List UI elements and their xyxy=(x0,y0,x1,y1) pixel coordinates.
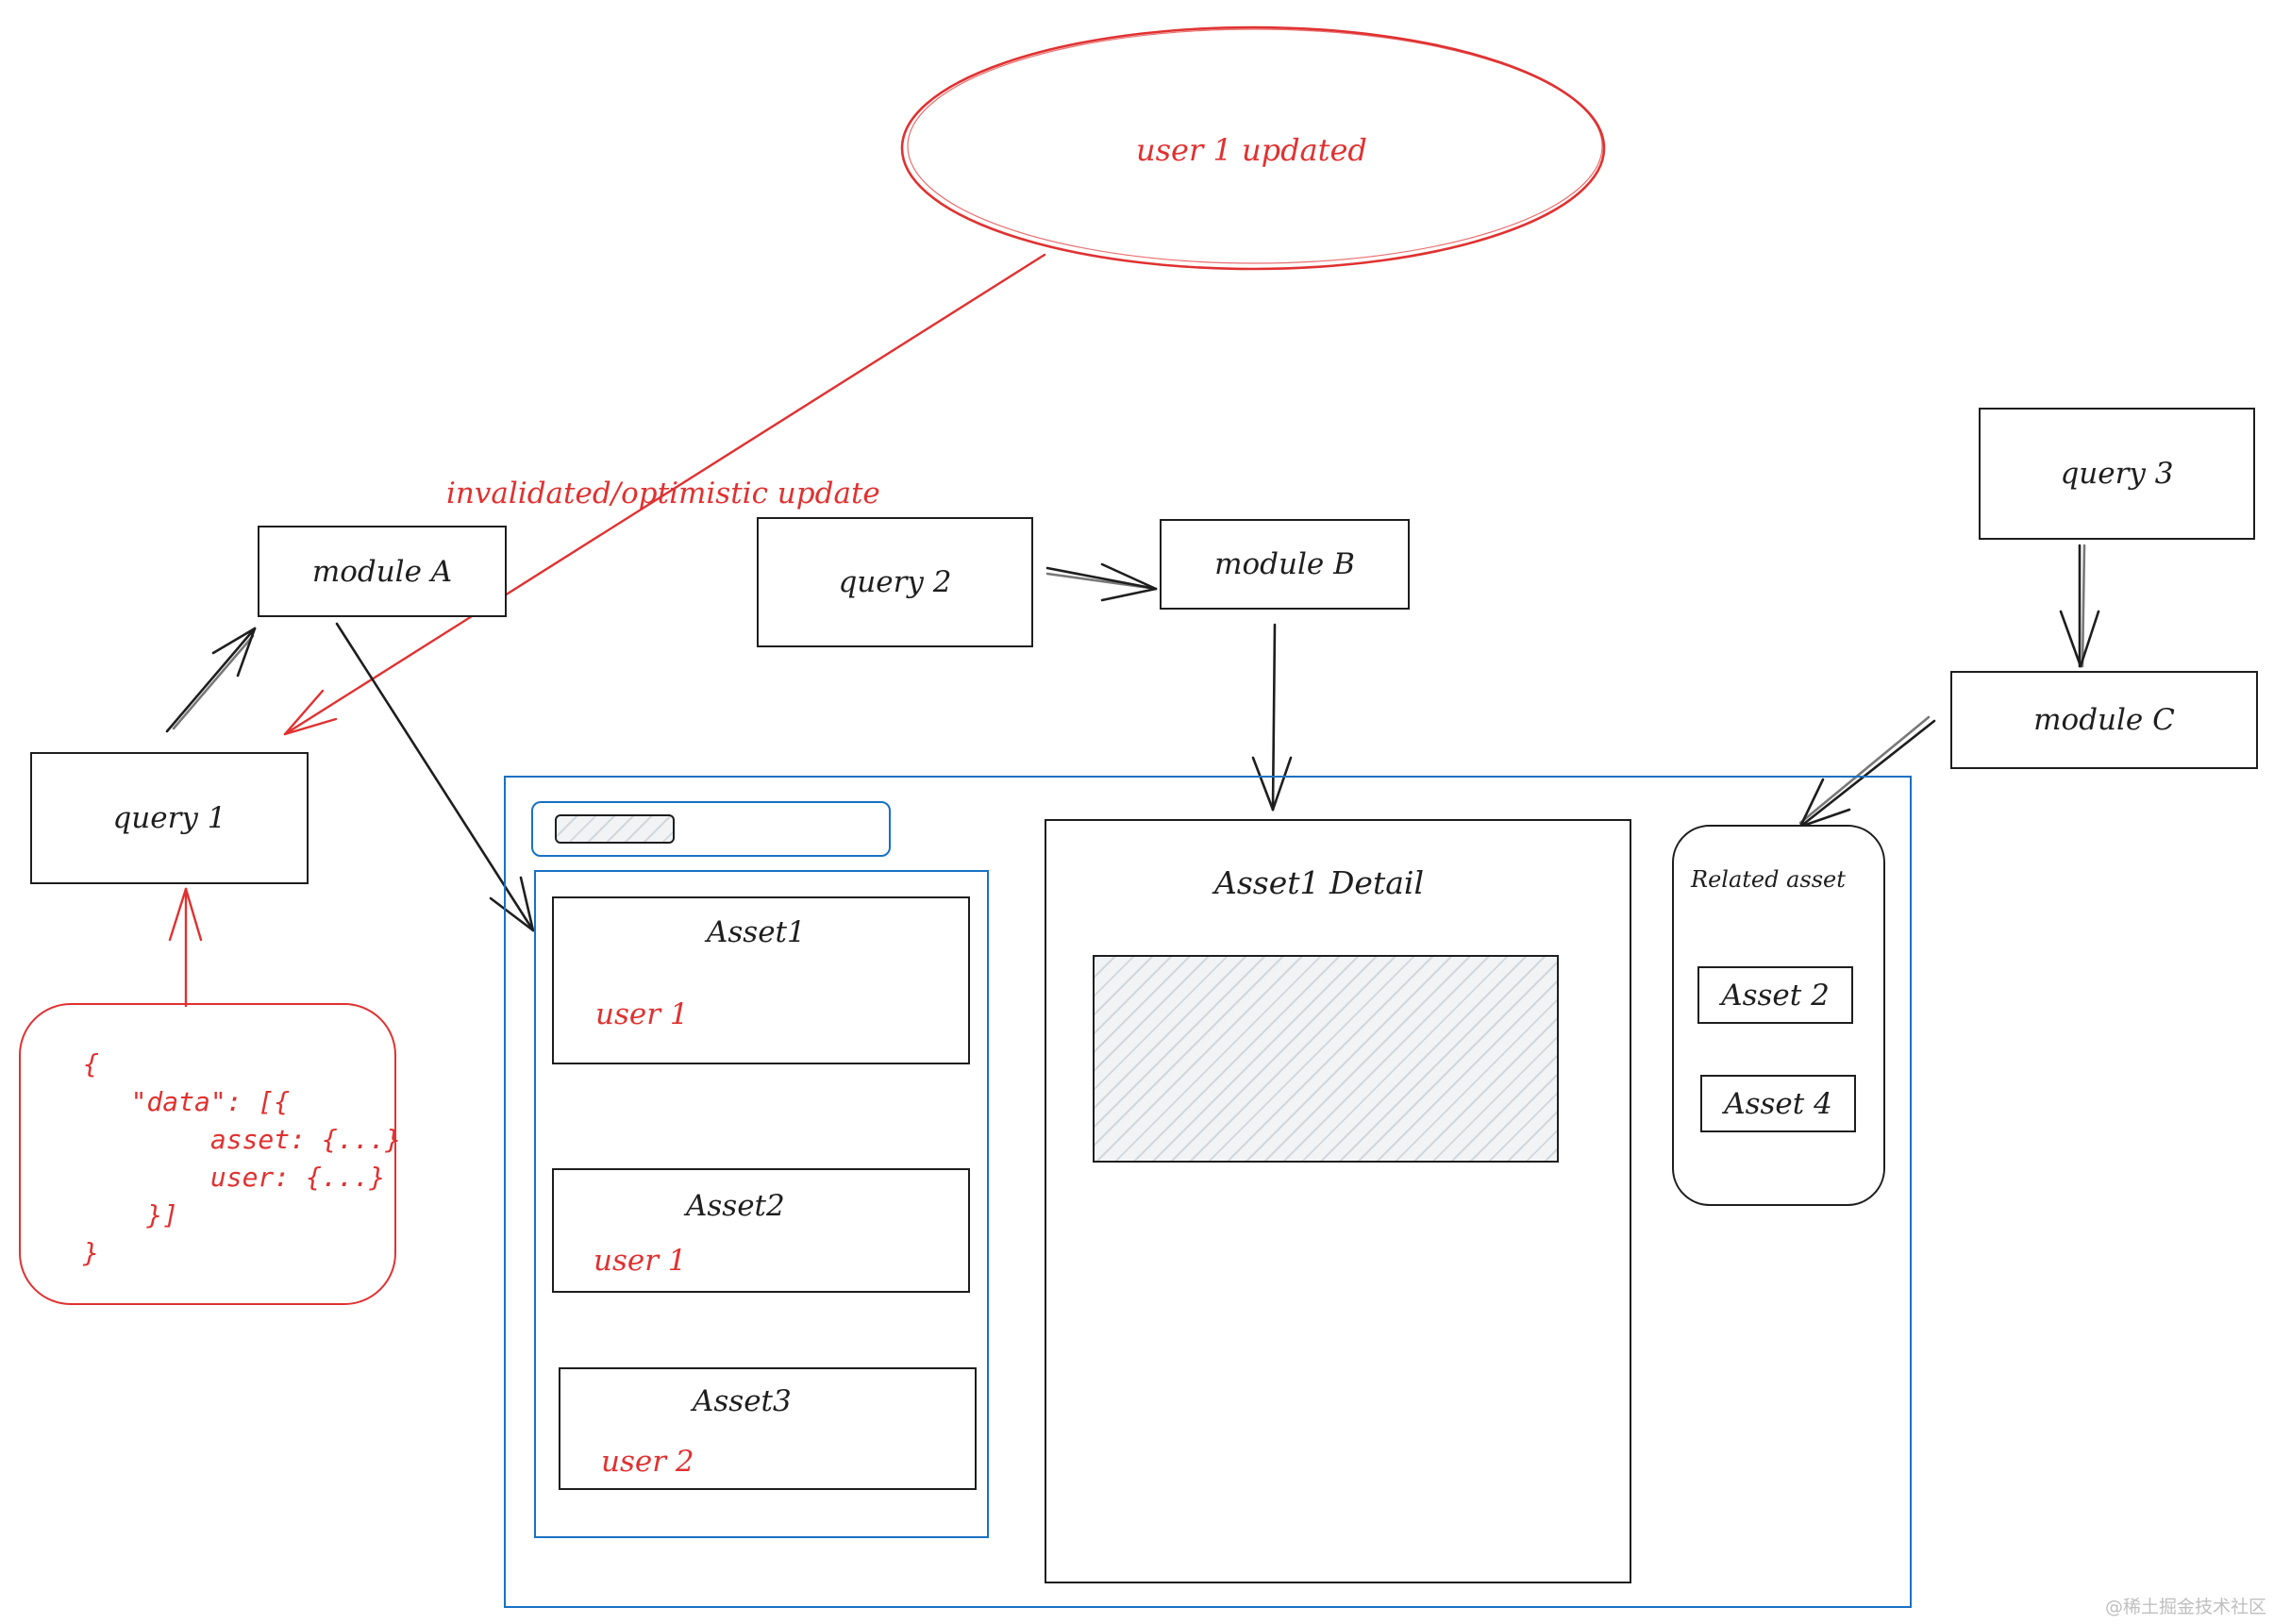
asset-detail-title: Asset1 Detail xyxy=(1214,864,1425,901)
response-line: user: {...} xyxy=(83,1162,386,1193)
asset-card[interactable]: Asset1 user 1 xyxy=(552,896,970,1064)
asset-card-title: Asset2 xyxy=(686,1189,785,1223)
asset-list-panel xyxy=(534,870,989,1538)
module-c-box: module C xyxy=(1950,671,2258,769)
response-line: "data": [{ xyxy=(83,1086,291,1117)
response-line: } xyxy=(83,1237,99,1268)
event-label: user 1 updated xyxy=(1136,132,1367,168)
query-2-label: query 2 xyxy=(838,565,952,599)
asset-card[interactable]: Asset3 user 2 xyxy=(559,1367,977,1490)
invalidate-annotation: invalidated/optimistic update xyxy=(446,477,880,511)
asset-detail-panel: Asset1 Detail xyxy=(1045,819,1631,1583)
response-line: { xyxy=(83,1048,99,1080)
query-2-box: query 2 xyxy=(757,517,1033,647)
query2-to-moduleB-arrow xyxy=(1045,562,1158,602)
asset-card-user: user 1 xyxy=(595,997,689,1031)
module-b-label: module B xyxy=(1214,547,1355,581)
moduleB-to-detail-arrow xyxy=(1251,623,1293,812)
response-line: }] xyxy=(83,1199,179,1231)
asset-card-title: Asset3 xyxy=(693,1384,792,1418)
invalidate-arrow xyxy=(283,253,1046,736)
moduleC-to-related-arrow xyxy=(1798,715,1936,829)
related-asset-item[interactable]: Asset 4 xyxy=(1700,1075,1856,1132)
related-asset-title: Related asset xyxy=(1691,866,1846,893)
query1-to-moduleA-arrow xyxy=(165,627,257,733)
related-asset-item-label: Asset 4 xyxy=(1724,1086,1832,1121)
module-b-box: module B xyxy=(1160,519,1410,610)
response-arrow xyxy=(168,887,203,1008)
query-1-label: query 1 xyxy=(112,801,226,835)
module-c-label: module C xyxy=(2033,703,2175,737)
search-bar[interactable] xyxy=(531,801,891,857)
related-asset-item-label: Asset 2 xyxy=(1721,978,1830,1013)
query-3-label: query 3 xyxy=(2060,457,2174,491)
app-window-frame xyxy=(504,776,1912,1608)
moduleA-to-list-arrow xyxy=(335,622,535,932)
asset-card-user: user 2 xyxy=(601,1445,694,1479)
watermark: @稀土掘金技术社区 xyxy=(2104,1597,2266,1617)
module-a-label: module A xyxy=(311,554,453,589)
module-a-box: module A xyxy=(258,526,507,617)
asset-card-title: Asset1 xyxy=(707,915,806,949)
query-3-box: query 3 xyxy=(1979,408,2255,540)
query-1-box: query 1 xyxy=(30,752,309,884)
event-ellipse xyxy=(900,25,1606,271)
search-input[interactable] xyxy=(555,814,675,844)
query3-to-moduleC-arrow xyxy=(2059,544,2100,668)
asset-card-user: user 1 xyxy=(594,1244,687,1278)
response-line: asset: {...} xyxy=(83,1124,402,1155)
query-response-code: { "data": [{ asset: {...} user: {...} }]… xyxy=(83,1046,401,1272)
asset-card[interactable]: Asset2 user 1 xyxy=(552,1168,970,1293)
query-response-box xyxy=(19,1003,396,1305)
asset-detail-image xyxy=(1093,955,1559,1163)
related-asset-item[interactable]: Asset 2 xyxy=(1697,966,1853,1024)
